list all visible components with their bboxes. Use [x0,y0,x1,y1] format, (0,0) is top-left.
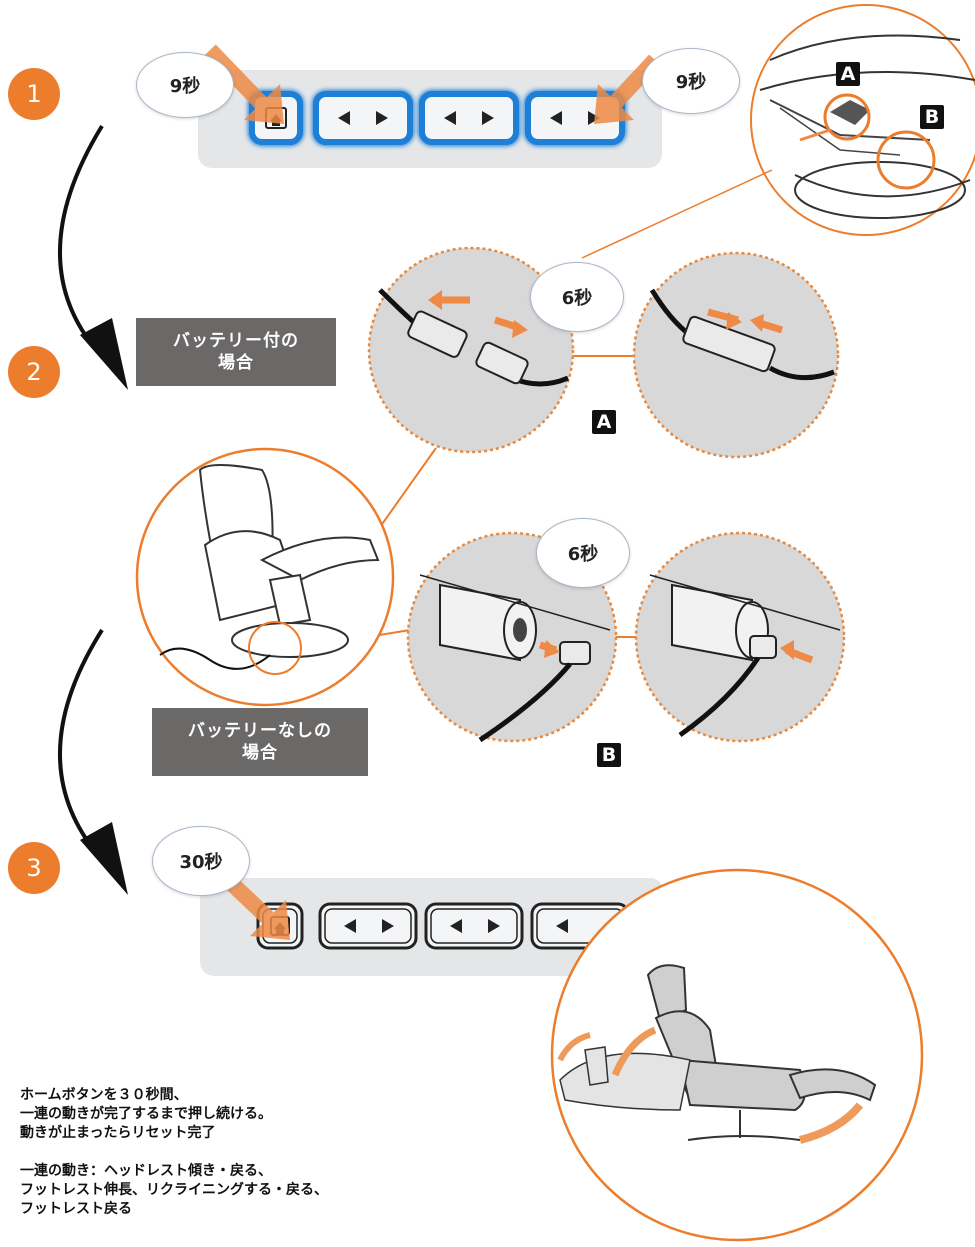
case-without-battery-line1: バッテリーなしの [188,721,332,741]
instruction-line: 動きが止まったらリセット完了 [20,1125,216,1141]
arrow-right-icon [376,111,388,125]
case-with-battery-line2: 場合 [218,353,254,373]
instructions: ホームボタンを３０秒間、 一連の動きが完了するまで押し続ける。 動きが止まったら… [20,1086,500,1219]
case-with-battery-label: バッテリー付の 場合 [136,318,336,386]
arrow-right-icon [482,111,494,125]
instruction-line: 一連の動きが完了するまで押し続ける。 [20,1106,272,1122]
adjust-button-step1-2[interactable] [418,90,520,146]
chair-base-zoom [750,4,975,236]
case-with-battery-line1: バッテリー付の [173,331,299,351]
tag-b-connector: B [597,743,621,767]
step-badge-2: 2 [8,346,60,398]
sequence-line: フットレスト伸長、リクライニングする・戻る、 [20,1182,328,1198]
arrow-left-icon [344,919,356,933]
step-badge-1: 1 [8,68,60,120]
instruction-line: ホームボタンを３０秒間、 [20,1087,188,1103]
arrow-right-icon [488,919,500,933]
tag-b-zoom: B [920,105,944,129]
arrow-left-icon [450,919,462,933]
sequence-line: フットレスト戻る [20,1201,132,1217]
adjust-button-step3-1[interactable] [318,902,418,950]
timer-step3: 30秒 [152,826,250,896]
timer-step1-left: 9秒 [136,52,234,118]
sequence-line: 一連の動き：ヘッドレスト傾き・戻る、 [20,1163,272,1179]
arrow-left-icon [338,111,350,125]
timer-step1-right: 9秒 [642,48,740,114]
connector-a-before [367,246,575,454]
chair-overview [135,447,395,707]
press-arrow-icon [204,44,284,124]
zoom-marker-b [876,130,936,190]
timer-connector-a: 6秒 [530,262,624,332]
flow-arrow-2-to-3 [58,628,128,895]
adjust-button-step3-2[interactable] [424,902,524,950]
arrow-left-icon [444,111,456,125]
tag-a-zoom: A [836,62,860,86]
arrow-right-icon [588,111,600,125]
connector-b-after [634,531,846,743]
control-panel-step3 [200,874,664,976]
case-without-battery-line2: 場合 [242,743,278,763]
case-without-battery-label: バッテリーなしの 場合 [152,708,368,776]
step-badge-3: 3 [8,842,60,894]
arrow-right-icon [382,919,394,933]
connector-a-after [632,251,840,459]
timer-connector-b: 6秒 [536,518,630,588]
link-line-top [581,169,773,259]
recliner-motion-view [550,868,924,1242]
arrow-left-icon [550,111,562,125]
plug-location-marker [248,621,302,675]
adjust-button-step1-1[interactable] [312,90,414,146]
control-panel-step1 [198,44,662,168]
arrow-left-icon [556,919,568,933]
flow-arrow-1-to-2 [58,124,128,390]
tag-a-connector: A [592,410,616,434]
zoom-marker-a [823,93,871,141]
